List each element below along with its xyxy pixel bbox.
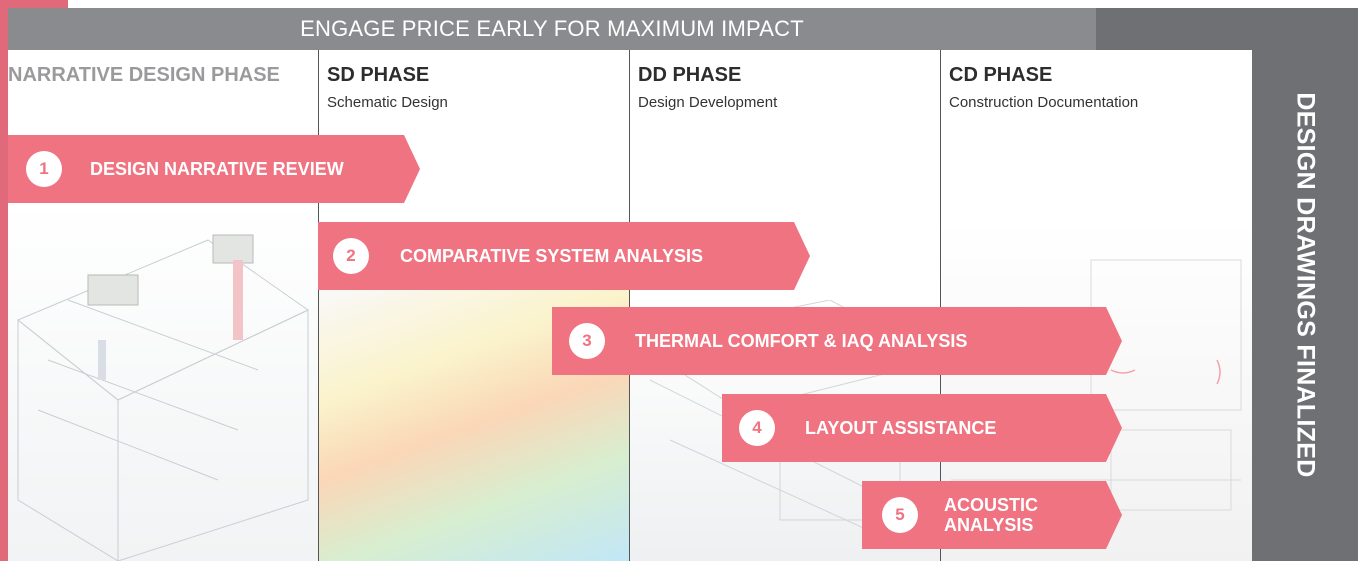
banner: ENGAGE PRICE EARLY FOR MAXIMUM IMPACT xyxy=(8,8,1096,50)
building-mechanical-model-image xyxy=(8,200,318,561)
service-arrow-1: 1 DESIGN NARRATIVE REVIEW xyxy=(8,135,420,203)
step-number-badge: 3 xyxy=(569,323,605,359)
phase-title-narrative: NARRATIVE DESIGN PHASE xyxy=(8,64,280,86)
service-arrow-4: 4 LAYOUT ASSISTANCE xyxy=(722,394,1122,462)
service-label: THERMAL COMFORT & IAQ ANALYSIS xyxy=(635,331,968,351)
service-arrow-2: 2 COMPARATIVE SYSTEM ANALYSIS xyxy=(318,222,810,290)
building-model-sketch xyxy=(17,234,309,561)
service-arrow-5: 5 ACOUSTIC ANALYSIS xyxy=(862,481,1122,549)
side-panel: DESIGN DRAWINGS FINALIZED xyxy=(1252,8,1358,561)
side-panel-label: DESIGN DRAWINGS FINALIZED xyxy=(1291,91,1320,478)
column-divider xyxy=(318,50,319,561)
phase-subtitle-dd: Design Development xyxy=(638,94,778,111)
phase-subtitle-cd: Construction Documentation xyxy=(949,94,1139,111)
step-number-badge: 5 xyxy=(882,497,918,533)
service-arrow-3: 3 THERMAL COMFORT & IAQ ANALYSIS xyxy=(552,307,1122,375)
phase-title-sd: SD PHASE xyxy=(327,64,430,86)
service-label: ACOUSTIC ANALYSIS xyxy=(944,495,1038,535)
step-number-badge: 4 xyxy=(739,410,775,446)
left-accent-bar xyxy=(0,0,8,561)
step-number-badge: 1 xyxy=(26,151,62,187)
banner-text: ENGAGE PRICE EARLY FOR MAXIMUM IMPACT xyxy=(300,16,804,41)
column-divider xyxy=(940,50,941,561)
column-divider xyxy=(629,50,630,561)
banner-cap xyxy=(1096,8,1252,50)
service-label: LAYOUT ASSISTANCE xyxy=(805,418,997,438)
service-label: DESIGN NARRATIVE REVIEW xyxy=(90,159,344,179)
top-accent-strip xyxy=(8,0,68,8)
service-label: COMPARATIVE SYSTEM ANALYSIS xyxy=(400,246,704,266)
phase-title-cd: CD PHASE xyxy=(949,64,1053,86)
phase-title-dd: DD PHASE xyxy=(638,64,742,86)
step-number-badge: 2 xyxy=(333,238,369,274)
phase-subtitle-sd: Schematic Design xyxy=(327,94,448,111)
office-sketch xyxy=(951,259,1242,511)
